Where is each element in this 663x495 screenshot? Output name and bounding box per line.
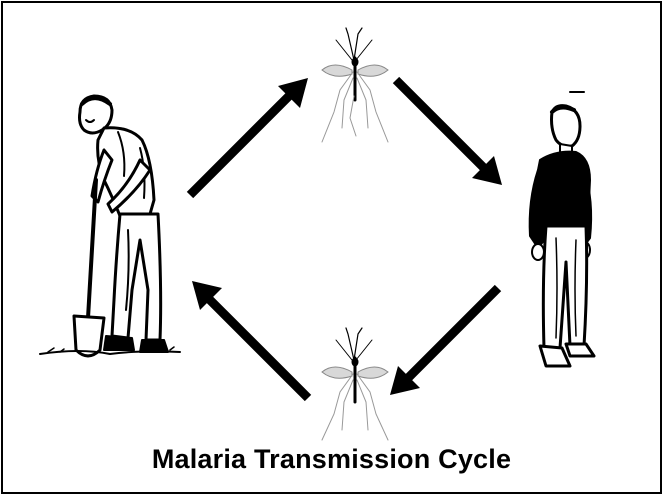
digging-man-icon xyxy=(40,96,180,356)
mosquito-icon xyxy=(322,328,388,440)
arrow-to-mosquito-top xyxy=(190,78,308,195)
standing-man-icon xyxy=(530,92,594,366)
diagram-title: Malaria Transmission Cycle xyxy=(0,444,663,475)
arrow-to-healthy-person xyxy=(396,80,502,185)
arrow-to-infected-person xyxy=(192,281,308,398)
mosquito-icon xyxy=(322,28,388,142)
arrow-to-mosquito-bottom xyxy=(390,288,498,395)
